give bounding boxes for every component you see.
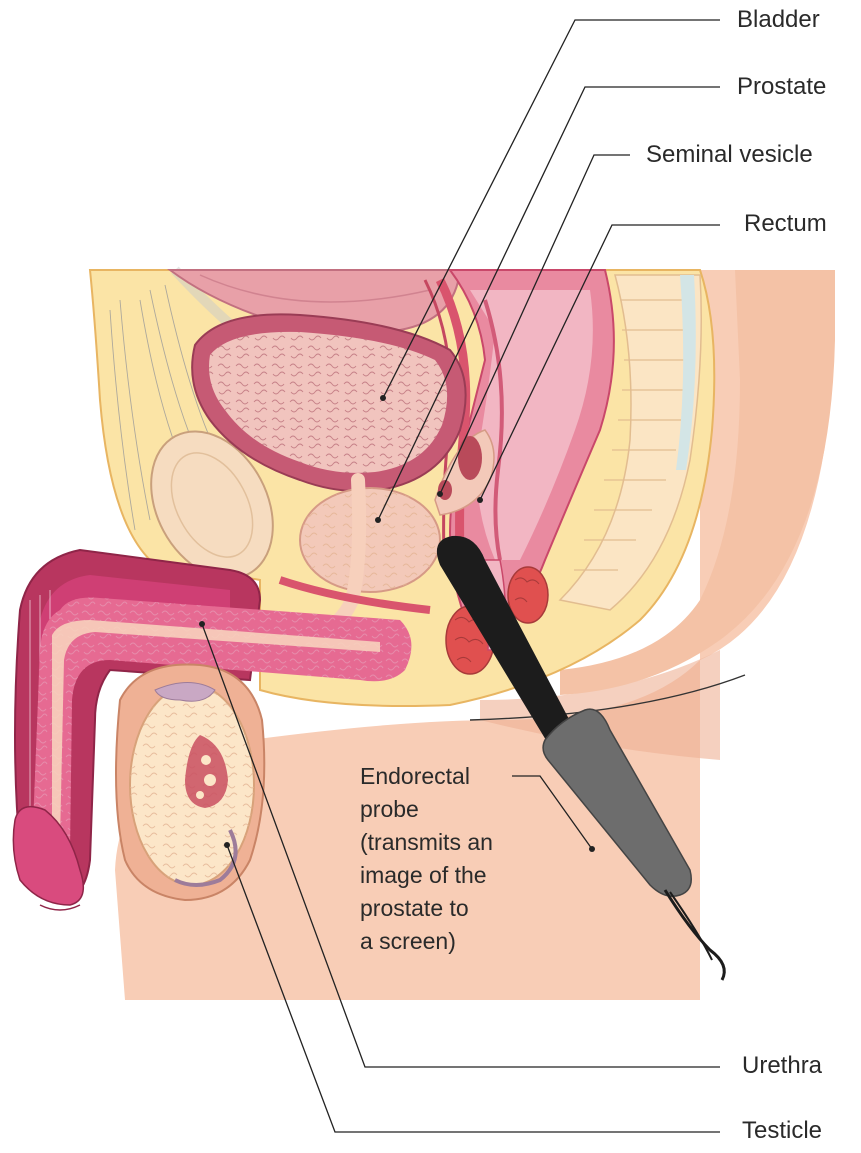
- probe-label-line: a screen): [360, 925, 493, 958]
- probe-label-line: (transmits an: [360, 826, 493, 859]
- probe-label-line: Endorectal: [360, 760, 493, 793]
- probe-label-line: prostate to: [360, 892, 493, 925]
- label-testicle: Testicle: [742, 1119, 822, 1143]
- label-rectum: Rectum: [744, 212, 827, 236]
- label-bladder: Bladder: [737, 8, 820, 32]
- probe-label-line: probe: [360, 793, 493, 826]
- probe-label-line: image of the: [360, 859, 493, 892]
- scrotum-shape: [116, 664, 264, 900]
- prostate-shape: [300, 488, 440, 592]
- label-urethra: Urethra: [742, 1054, 822, 1078]
- label-seminal-vesicle: Seminal vesicle: [646, 143, 813, 167]
- label-prostate: Prostate: [737, 75, 826, 99]
- label-endorectal-probe: Endorectal probe (transmits an image of …: [360, 760, 493, 958]
